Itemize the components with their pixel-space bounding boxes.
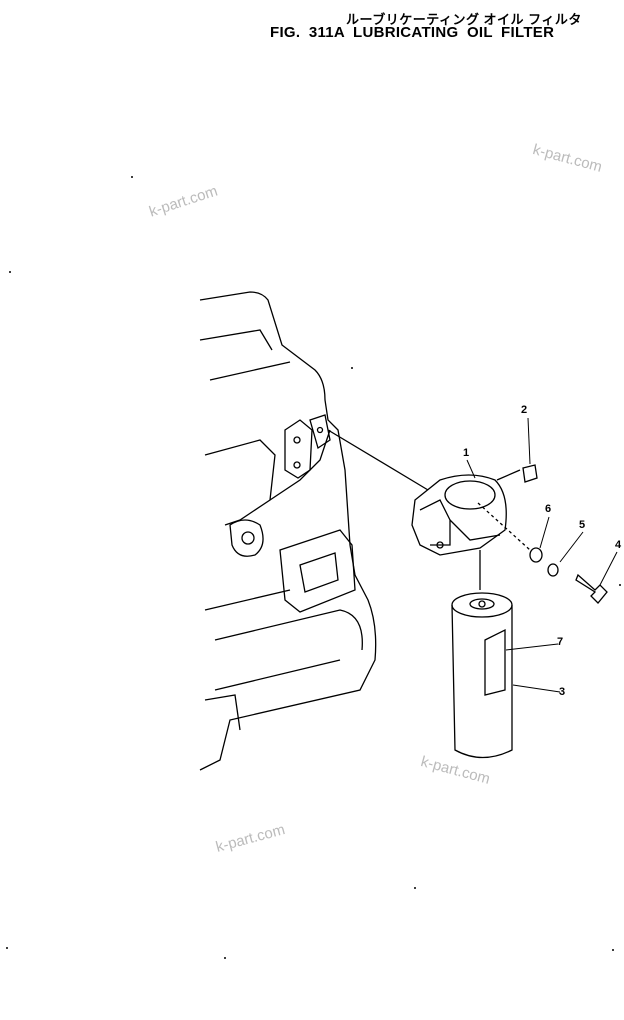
washer-5	[547, 563, 559, 577]
title-japanese: ルーブリケーティング オイル フィルタ	[346, 12, 582, 27]
mounting-line	[327, 429, 429, 491]
leader-lines	[466, 417, 618, 693]
filter-head	[411, 474, 531, 556]
plug	[496, 464, 538, 483]
bolt	[575, 573, 608, 604]
callout-4: 4	[615, 539, 622, 551]
callout-2: 2	[521, 404, 528, 416]
callout-7: 7	[557, 636, 564, 648]
engine-block	[199, 291, 377, 771]
filter-cartridge	[451, 592, 513, 759]
callout-6: 6	[545, 503, 552, 515]
specks	[6, 176, 621, 959]
figure-title: FIG. 311A LUBRICATING OIL FILTER	[270, 24, 555, 41]
callout-3: 3	[559, 686, 566, 698]
callout-1: 1	[463, 447, 470, 459]
callout-5: 5	[579, 519, 586, 531]
gasket-6	[529, 547, 543, 563]
